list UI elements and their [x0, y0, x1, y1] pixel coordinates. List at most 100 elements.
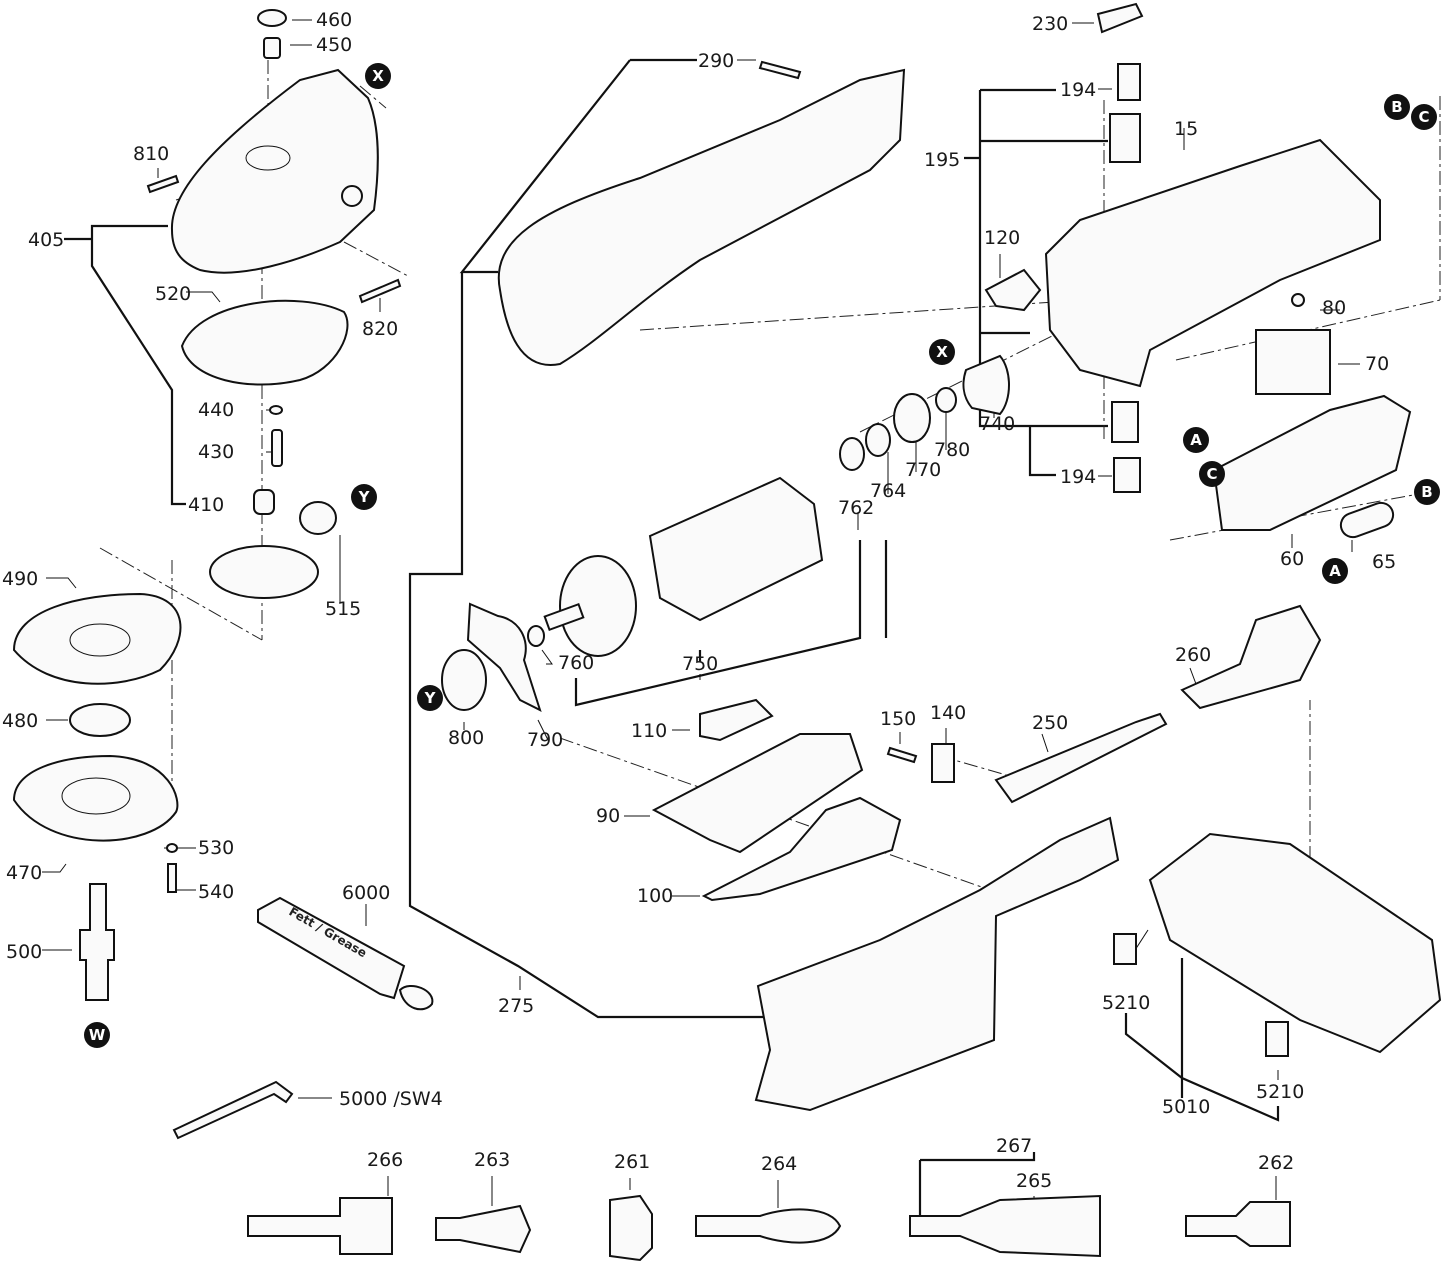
part-label-261: 261 — [614, 1151, 650, 1173]
part-290-screw[interactable] — [758, 60, 802, 80]
part-275-main-housing[interactable] — [754, 816, 1120, 1112]
part-label-70: 70 — [1365, 353, 1389, 375]
part-263-plug[interactable] — [435, 1204, 532, 1254]
part-250-cord-sleeve[interactable] — [994, 712, 1168, 804]
part-194-brush-top[interactable] — [1117, 63, 1141, 101]
part-label-5210b: 5210 — [1256, 1081, 1304, 1103]
brush-holder-bottom — [1111, 401, 1139, 443]
part-261-plug[interactable] — [609, 1194, 653, 1262]
part-label-60: 60 — [1280, 548, 1304, 570]
part-262-plug[interactable] — [1185, 1201, 1291, 1247]
part-750-armature[interactable] — [648, 476, 824, 622]
marker-circle — [1183, 427, 1209, 453]
marker-B-right: B — [1414, 479, 1440, 505]
gear-head-boss — [341, 185, 363, 207]
part-65-sleeve[interactable] — [1338, 499, 1397, 540]
part-410-bushing[interactable] — [253, 489, 275, 515]
part-110-button[interactable] — [699, 698, 774, 742]
part-515-pinion[interactable] — [299, 501, 337, 535]
part-label-780: 780 — [934, 439, 970, 461]
marker-letter: W — [89, 1026, 106, 1044]
part-470-flange[interactable] — [12, 754, 179, 842]
part-266-plug[interactable] — [247, 1197, 393, 1255]
part-530-washer[interactable] — [166, 843, 178, 853]
part-label-264: 264 — [761, 1153, 797, 1175]
group-bracket-275 — [408, 58, 778, 1019]
part-540-screw[interactable] — [167, 863, 177, 893]
part-790-baffle[interactable] — [466, 602, 542, 712]
part-490-plate[interactable] — [12, 592, 182, 685]
flange-bore — [61, 777, 131, 815]
marker-letter: X — [372, 67, 384, 85]
part-label-275: 275 — [498, 995, 534, 1017]
part-15-field-housing[interactable] — [1044, 138, 1381, 388]
part-label-820: 820 — [362, 318, 398, 340]
part-230-cap[interactable] — [1096, 2, 1144, 34]
part-label-460: 460 — [316, 9, 352, 31]
part-label-265: 265 — [1016, 1170, 1052, 1192]
part-440-ring[interactable] — [269, 405, 283, 415]
part-60-electronics[interactable] — [1212, 394, 1412, 531]
part-265-plug[interactable] — [909, 1194, 1101, 1258]
part-label-262: 262 — [1258, 1152, 1294, 1174]
part-label-762: 762 — [838, 497, 874, 519]
part-764-retainer[interactable] — [865, 423, 891, 457]
part-800-bearing[interactable] — [441, 649, 487, 711]
marker-circle — [365, 63, 391, 89]
part-label-15: 15 — [1174, 118, 1198, 140]
part-label-150: 150 — [880, 708, 916, 730]
part-90-switch-cover[interactable] — [651, 733, 864, 854]
part-740-sleeve[interactable] — [962, 354, 1010, 416]
part-label-267: 267 — [996, 1135, 1032, 1157]
part-405-gear-head[interactable] — [170, 68, 379, 274]
part-label-800: 800 — [448, 727, 484, 749]
part-194-brush-bottom[interactable] — [1113, 457, 1141, 493]
part-780-ring[interactable] — [935, 387, 957, 413]
plate-bore — [69, 623, 131, 657]
part-480-seal[interactable] — [69, 703, 131, 737]
part-label-90: 90 — [596, 805, 620, 827]
part-label-194b: 194 — [1060, 466, 1096, 488]
part-80-screw[interactable] — [1291, 293, 1305, 307]
part-6000-grease-tube[interactable] — [257, 896, 406, 1000]
marker-circle — [84, 1022, 110, 1048]
part-150-screw[interactable] — [886, 746, 918, 764]
part-820-screw[interactable] — [358, 278, 402, 304]
part-520-gasket[interactable] — [180, 299, 349, 386]
part-430-pin[interactable] — [271, 429, 283, 467]
marker-B-top: B — [1384, 94, 1410, 120]
part-515-ring-gear[interactable] — [209, 545, 319, 599]
part-label-250: 250 — [1032, 712, 1068, 734]
group-bracket-195 — [964, 88, 1108, 477]
armature-shaft — [543, 602, 585, 632]
part-140-clamp[interactable] — [931, 743, 955, 783]
housing-half-shell[interactable] — [497, 68, 906, 366]
brush-holder-top — [1109, 113, 1141, 163]
part-100-slider[interactable] — [701, 796, 902, 902]
part-label-266: 266 — [367, 1149, 403, 1171]
part-264-plug[interactable] — [695, 1208, 842, 1244]
part-500-spindle[interactable] — [79, 883, 115, 1001]
part-260-plug[interactable] — [1180, 604, 1322, 710]
part-770-bearing[interactable] — [893, 393, 931, 443]
part-5210-latch-right[interactable] — [1265, 1021, 1289, 1057]
part-70-switch[interactable] — [1255, 329, 1331, 395]
part-5210-latch-left[interactable] — [1113, 933, 1137, 965]
part-120-clip[interactable] — [984, 268, 1042, 312]
part-label-764: 764 — [870, 480, 906, 502]
part-5000-hex-key[interactable] — [172, 1080, 294, 1140]
part-label-530: 530 — [198, 837, 234, 859]
part-number-labels: 4604508104055208204404304105154904805305… — [2, 9, 1396, 1192]
marker-letter: Y — [358, 488, 371, 506]
part-450-spring[interactable] — [263, 37, 281, 59]
marker-circle — [1199, 461, 1225, 487]
part-5010-case[interactable] — [1148, 832, 1442, 1054]
part-460-cap[interactable] — [257, 9, 287, 27]
group-bracket-750 — [574, 540, 888, 707]
part-760-washer[interactable] — [527, 625, 545, 647]
part-label-5210a: 5210 — [1102, 992, 1150, 1014]
part-762-washer[interactable] — [839, 437, 865, 471]
part-810-screw[interactable] — [146, 174, 180, 194]
